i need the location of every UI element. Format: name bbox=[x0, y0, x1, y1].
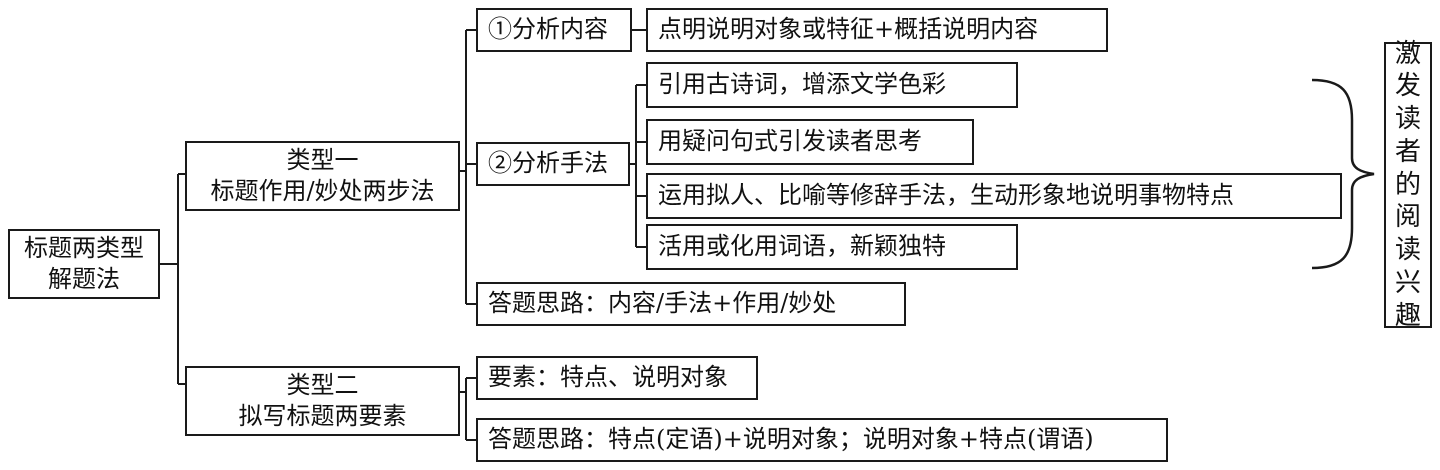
effect-char: 兴 bbox=[1394, 267, 1421, 298]
type-two-answer-label: 答题思路：特点(定语)+说明对象；说明对象+特点(谓语) bbox=[488, 425, 1094, 454]
type-one-subtitle: 标题作用/妙处两步法 bbox=[210, 177, 435, 205]
technique-item: 用疑问句式引发读者思考 bbox=[646, 119, 974, 165]
brace bbox=[1311, 78, 1375, 270]
type-one-node: 类型一 标题作用/妙处两步法 bbox=[185, 141, 460, 211]
type-two-answer-node: 答题思路：特点(定语)+说明对象；说明对象+特点(谓语) bbox=[476, 418, 1168, 462]
technique-label: 引用古诗词，增添文学色彩 bbox=[658, 70, 946, 99]
technique-label: 用疑问句式引发读者思考 bbox=[658, 127, 922, 156]
type-one-answer-label: 答题思路：内容/手法+作用/妙处 bbox=[488, 289, 837, 318]
type-one-answer-node: 答题思路：内容/手法+作用/妙处 bbox=[476, 282, 906, 326]
technique-item: 引用古诗词，增添文学色彩 bbox=[646, 62, 1018, 108]
effect-char: 趣 bbox=[1394, 300, 1421, 331]
analyze-content-node: ①分析内容 bbox=[476, 8, 632, 52]
effect-char: 激 bbox=[1394, 38, 1421, 69]
analyze-technique-label: ②分析手法 bbox=[488, 149, 608, 178]
elements-label: 要素：特点、说明对象 bbox=[488, 363, 728, 392]
type-one-title: 类型一 bbox=[286, 145, 359, 174]
root-title-line2: 解题法 bbox=[48, 265, 120, 293]
effect-node: 激 发 读 者 的 阅 读 兴 趣 bbox=[1384, 39, 1432, 331]
technique-item: 活用或化用词语，新颖独特 bbox=[646, 224, 1018, 270]
effect-char: 读 bbox=[1394, 104, 1421, 135]
effect-char: 阅 bbox=[1394, 202, 1421, 233]
type-two-title: 类型二 bbox=[286, 370, 359, 399]
effect-char: 的 bbox=[1394, 169, 1421, 200]
effect-char: 发 bbox=[1394, 71, 1421, 102]
analyze-technique-node: ②分析手法 bbox=[476, 142, 630, 186]
content-detail-node: 点明说明对象或特征+概括说明内容 bbox=[646, 8, 1108, 52]
type-two-node: 类型二 拟写标题两要素 bbox=[185, 366, 460, 436]
effect-char: 读 bbox=[1394, 235, 1421, 266]
technique-label: 运用拟人、比喻等修辞手法，生动形象地说明事物特点 bbox=[658, 181, 1234, 210]
effect-char: 者 bbox=[1394, 136, 1421, 167]
analyze-content-label: ①分析内容 bbox=[488, 15, 608, 44]
root-node: 标题两类型 解题法 bbox=[8, 229, 160, 299]
technique-label: 活用或化用词语，新颖独特 bbox=[658, 232, 946, 261]
type-two-subtitle: 拟写标题两要素 bbox=[238, 402, 407, 430]
technique-item: 运用拟人、比喻等修辞手法，生动形象地说明事物特点 bbox=[646, 173, 1342, 219]
root-title-line1: 标题两类型 bbox=[24, 233, 144, 262]
content-detail-label: 点明说明对象或特征+概括说明内容 bbox=[658, 15, 1039, 44]
elements-node: 要素：特点、说明对象 bbox=[476, 356, 758, 400]
